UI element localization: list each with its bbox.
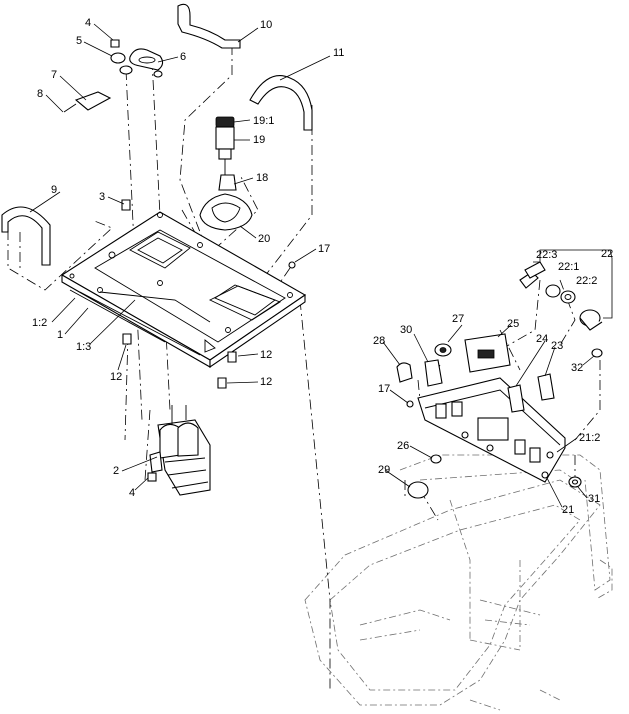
callout-26: 26 (397, 440, 409, 452)
callout-7: 7 (51, 69, 57, 81)
callout-1: 1 (57, 329, 63, 341)
upper-small-parts (63, 39, 164, 113)
joystick-assembly (199, 116, 253, 231)
hydraulic-valve (147, 405, 211, 496)
callout-19-1: 19:1 (253, 115, 274, 127)
callout-9: 9 (51, 184, 57, 196)
callout-20: 20 (258, 233, 270, 245)
callout-29: 29 (378, 464, 390, 476)
panel-components (396, 333, 603, 499)
callout-1-3: 1:3 (76, 341, 91, 353)
callout-19: 19 (253, 134, 265, 146)
control-plate (60, 211, 307, 369)
handle-bar-top (177, 3, 241, 49)
callout-1-2: 1:2 (32, 317, 47, 329)
leader-lines (29, 23, 595, 508)
callout-12-low: 12 (260, 376, 272, 388)
callout-24: 24 (536, 333, 548, 345)
callout-27: 27 (452, 313, 464, 325)
assembly-guide-lines (7, 45, 601, 690)
callout-17-low: 17 (378, 383, 390, 395)
handle-bar-right (249, 75, 313, 131)
callout-10: 10 (260, 19, 272, 31)
frame-phantom (304, 454, 613, 711)
callout-18: 18 (256, 172, 268, 184)
callout-17-top: 17 (318, 243, 330, 255)
callout-12-mid: 12 (260, 349, 272, 361)
callout-28: 28 (373, 335, 385, 347)
callout-8: 8 (37, 88, 43, 100)
callout-22-1: 22:1 (558, 261, 579, 273)
callout-11: 11 (333, 47, 344, 59)
callout-2: 2 (113, 465, 119, 477)
callout-4-bottom: 4 (129, 487, 135, 499)
callout-6: 6 (180, 51, 186, 63)
handle-bar-left (1, 206, 51, 266)
callout-21-2: 21:2 (579, 432, 600, 444)
callout-labels: 4 5 6 7 8 10 11 19:1 19 18 9 3 20 17 22:… (32, 17, 613, 516)
callout-3: 3 (99, 191, 105, 203)
callout-22-2: 22:2 (576, 275, 597, 287)
callout-23: 23 (551, 340, 563, 352)
callout-12-left: 12 (110, 371, 122, 383)
callout-4-top: 4 (85, 17, 91, 29)
callout-21: 21 (562, 504, 574, 516)
ignition-switch (519, 249, 613, 331)
callout-32: 32 (571, 362, 583, 374)
plate-fasteners (121, 199, 414, 408)
switch-panel (417, 377, 566, 483)
callout-5: 5 (76, 35, 82, 47)
callout-22: 22 (601, 248, 613, 260)
callout-22-3: 22:3 (536, 249, 557, 261)
callout-25: 25 (507, 318, 519, 330)
callout-30: 30 (400, 324, 412, 336)
callout-31: 31 (588, 493, 600, 505)
